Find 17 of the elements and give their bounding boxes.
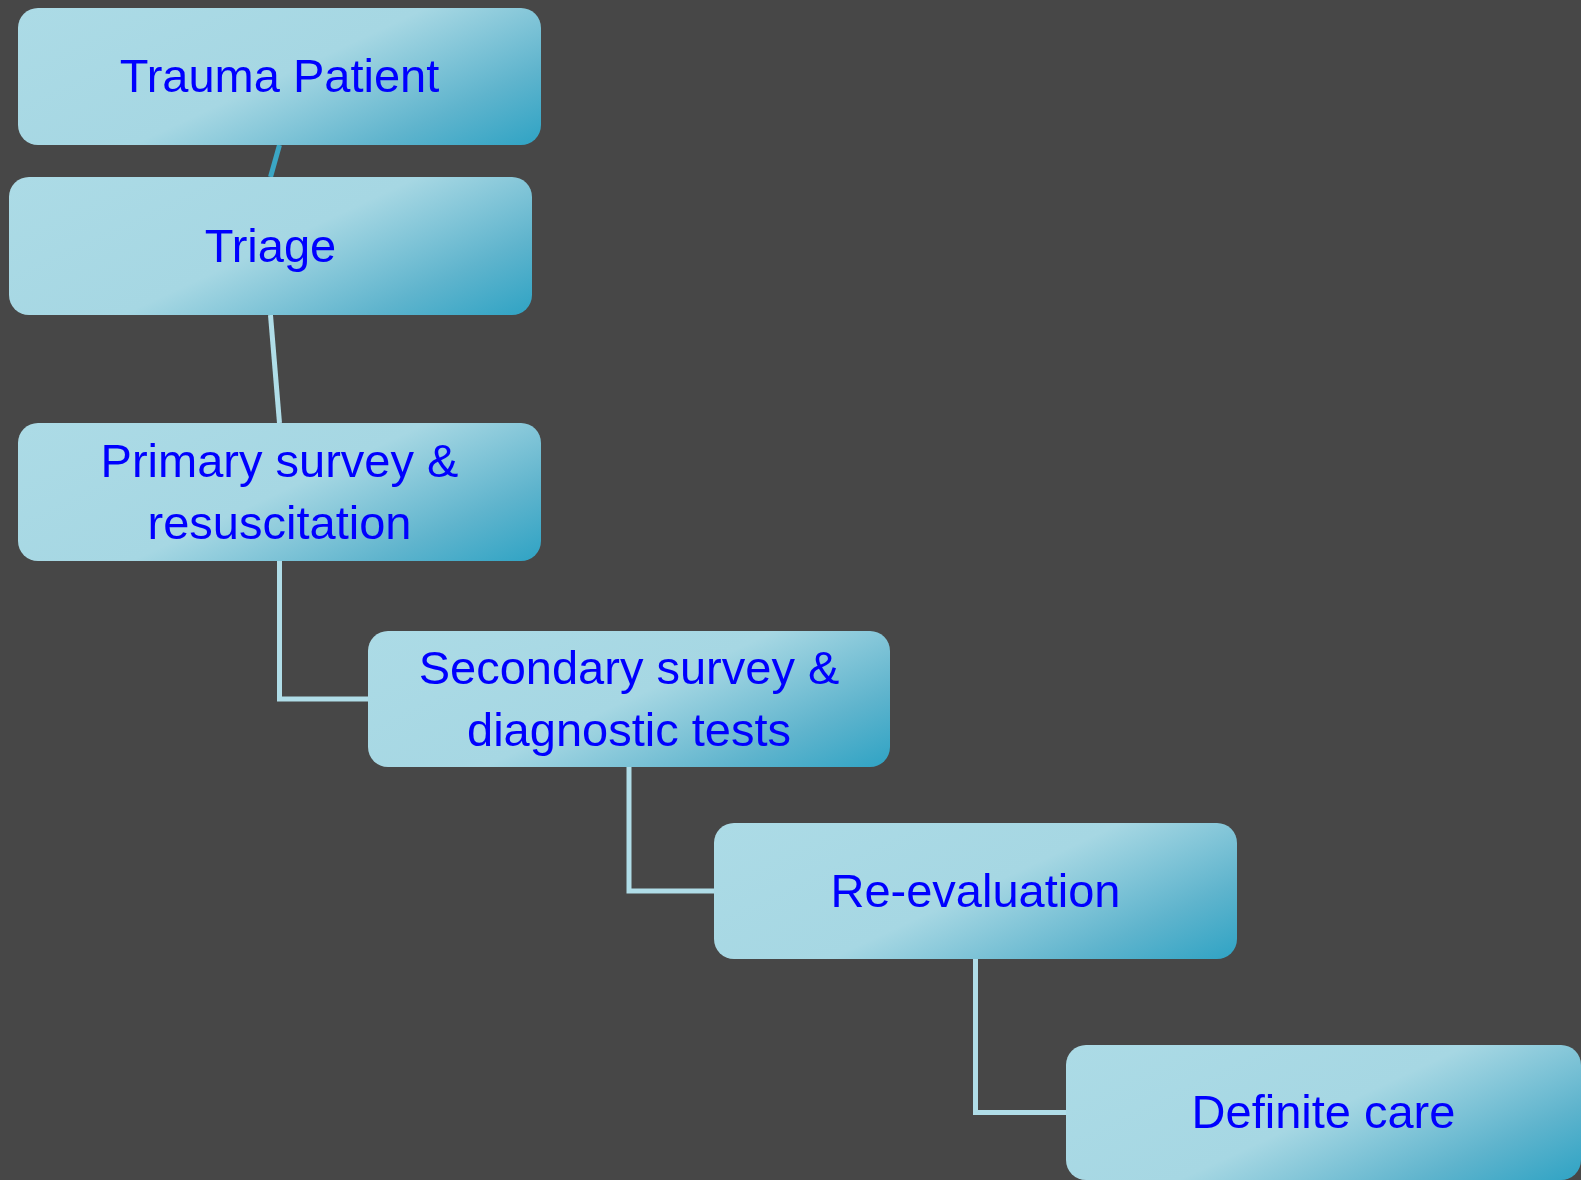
connector-line xyxy=(268,314,282,424)
connector-line xyxy=(277,561,368,702)
process-box xyxy=(368,631,890,767)
process-box xyxy=(9,177,532,315)
process-box xyxy=(714,823,1237,959)
step-label: Re-evaluation xyxy=(830,862,1121,919)
step-label: Secondary survey & diagnostic tests xyxy=(417,639,841,758)
step-label: Trauma Patient xyxy=(119,48,440,105)
process-box xyxy=(18,423,541,561)
connector-line xyxy=(973,959,1066,1115)
connector-line xyxy=(626,767,714,894)
step-label: Primary survey & resuscitation xyxy=(99,432,460,551)
connector-line xyxy=(268,144,282,178)
process-box xyxy=(1066,1045,1581,1180)
step-label: Definite care xyxy=(1191,1084,1456,1141)
step-label: Triage xyxy=(204,217,337,274)
process-box xyxy=(18,8,541,145)
